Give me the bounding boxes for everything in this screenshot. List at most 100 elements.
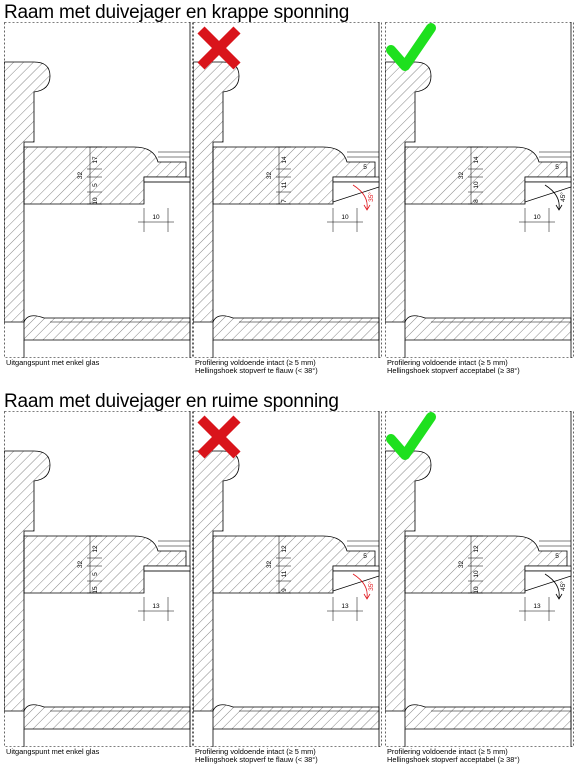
glass-dim-label: 5 [555,164,559,171]
section-drawing: 32 12 5 15 13 [4,411,193,747]
panel-border [193,411,382,747]
panel-caption: Uitgangspunt met enkel glas [6,358,100,367]
check-icon [386,412,436,460]
sill-profile [404,315,572,341]
glass-dim-label: 5 [363,164,367,171]
profile-height-label: 32 [77,172,84,180]
rabbet-label: 10 [533,214,541,221]
frame-top-label: 12 [92,545,99,553]
frame-post [4,61,51,323]
panel-border [4,22,193,358]
frame-top-label: 12 [281,545,288,553]
rabbet-label: 10 [152,214,160,221]
section-drawing: 5 32 12 11 9 13 35° [193,411,382,747]
sill-profile [23,315,191,341]
angle-arc [352,573,368,599]
rabbet-label: 13 [152,603,160,610]
profile-height-label: 32 [77,561,84,569]
frame-mid-label: 5 [92,183,99,187]
profile-height-label: 32 [266,561,273,569]
caption-line: Uitgangspunt met enkel glas [6,358,100,367]
frame-bottom-label: 10 [473,586,480,594]
putty-bead [524,570,572,592]
caption-line: Profilering voldoende intact (≥ 5 mm) [387,358,508,367]
sill-profile [212,315,380,341]
frame-post [385,450,432,712]
caption-line: Hellingshoek stopverf acceptabel (≥ 38°) [387,755,520,765]
profile-height-label: 32 [266,172,273,180]
panel-caption: Uitgangspunt met enkel glas [6,747,100,756]
section-title-wide-rabbet: Raam met duivejager en ruime sponning [4,391,339,412]
frame-post [4,450,51,712]
glass-pane [524,176,572,183]
angle-arc [544,184,560,210]
angle-label: 45° [559,192,567,202]
caption-line: Profilering voldoende intact (≥ 5 mm) [195,358,316,367]
putty-bead [332,181,380,203]
glass-dim-label: 5 [555,553,559,560]
frame-top-label: 14 [281,156,288,164]
angle-label: 35° [367,581,375,591]
angle-arc [352,184,368,210]
frame-bottom-label: 10 [92,197,99,205]
frame-bottom-label: 9 [281,588,288,592]
sash-bar [23,146,187,205]
angle-label: 35° [367,192,375,202]
detail-panel: 5 32 12 11 9 13 35° Profilering voldoende intac… [193,411,382,764]
glass-pane [143,565,191,572]
angle-label: 45° [559,581,567,591]
rabbet-label: 10 [341,214,349,221]
caption-line: Hellingshoek stopverf te flauw (< 38°) [195,366,318,376]
check-icon [386,23,436,71]
frame-top-label: 17 [92,156,99,164]
profile-height-label: 32 [458,172,465,180]
panel-border [193,22,382,358]
frame-bottom-label: 8 [473,199,480,203]
sash-bar [23,535,187,594]
cross-icon [197,415,241,459]
sill-profile [404,704,572,730]
section-title-narrow-rabbet: Raam met duivejager en krappe sponning [4,2,350,23]
panel-caption: Profilering voldoende intact (≥ 5 mm)Hel… [195,358,318,376]
sill-profile [23,704,191,730]
glass-pane [332,176,380,183]
frame-top-label: 14 [473,156,480,164]
glass-pane [143,176,191,183]
cross-icon [197,26,241,70]
section-drawing: 32 17 5 10 10 [4,22,193,358]
frame-mid-label: 10 [473,181,480,189]
rabbet-label: 13 [533,603,541,610]
caption-line: Hellingshoek stopverf te flauw (< 38°) [195,755,318,765]
caption-line: Uitgangspunt met enkel glas [6,747,100,756]
glass-pane [332,565,380,572]
panel-border [385,411,574,747]
frame-bottom-label: 15 [92,586,99,594]
panel-caption: Profilering voldoende intact (≥ 5 mm)Hel… [387,747,520,765]
section-drawing: 5 32 14 10 8 10 45° [385,22,574,358]
panel-border [385,22,574,358]
frame-mid-label: 10 [473,570,480,578]
angle-arrow [363,593,371,600]
caption-line: Profilering voldoende intact (≥ 5 mm) [195,747,316,756]
frame-post [385,61,432,323]
putty-bead [524,181,572,203]
rabbet-label: 13 [341,603,349,610]
detail-panel: 5 32 14 10 8 10 45° Profilering voldoende intac… [385,22,574,375]
angle-arrow [363,204,371,211]
glass-dim-label: 5 [363,553,367,560]
profile-height-label: 32 [458,561,465,569]
caption-line: Hellingshoek stopverf acceptabel (≥ 38°) [387,366,520,376]
frame-mid-label: 11 [281,570,288,577]
sill-profile [212,704,380,730]
putty-bead [332,570,380,592]
frame-mid-label: 5 [92,572,99,576]
panel-caption: Profilering voldoende intact (≥ 5 mm)Hel… [387,358,520,376]
panel-border [4,411,193,747]
angle-arrow [555,593,563,600]
panel-caption: Profilering voldoende intact (≥ 5 mm)Hel… [195,747,318,765]
